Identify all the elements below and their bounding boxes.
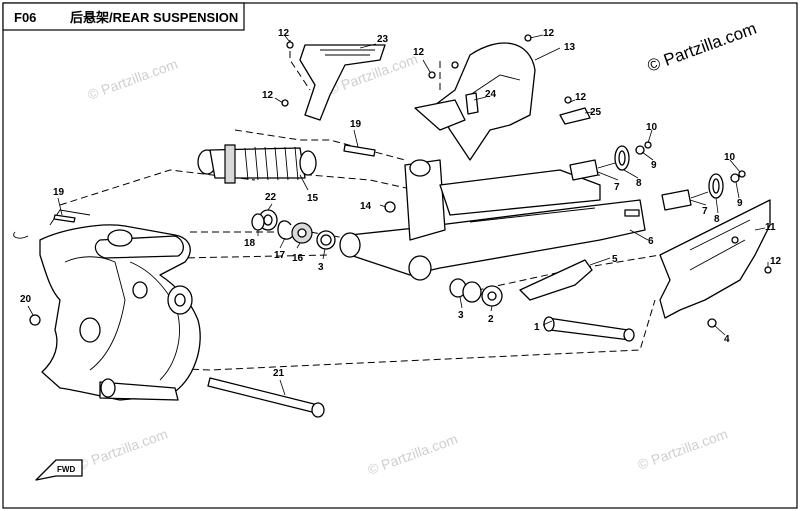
callout-7: 7 [614, 182, 620, 193]
callout-10: 10 [724, 152, 736, 163]
leader-lines [27, 34, 769, 396]
callout-22: 22 [265, 192, 277, 203]
callout-9: 9 [737, 198, 743, 209]
callout-19: 19 [350, 119, 362, 130]
callout-4: 4 [724, 334, 730, 345]
diagram-code: F06 [14, 10, 36, 25]
callout-9: 9 [651, 160, 657, 171]
clip [465, 92, 479, 115]
callout-labels: 1 2 3 3 4 5 6 7 7 8 8 9 9 10 10 11 12 12… [20, 28, 782, 379]
callout-11: 11 [765, 222, 776, 233]
title-block: F06 后悬架/REAR SUSPENSION [2, 2, 245, 31]
shock-absorber [197, 144, 317, 184]
callout-17: 17 [274, 250, 286, 261]
callout-8: 8 [714, 214, 720, 225]
callout-7: 7 [702, 206, 708, 217]
callout-20: 20 [20, 294, 32, 305]
chain-adjusters [569, 145, 724, 211]
fwd-label: FWD [57, 465, 75, 474]
callout-12: 12 [575, 92, 587, 103]
callout-21: 21 [273, 368, 285, 379]
lower-bushings [449, 278, 503, 307]
callout-14: 14 [360, 201, 372, 212]
watermark: © Partzilla.com [366, 431, 460, 478]
callout-15: 15 [307, 193, 319, 204]
fasteners [29, 34, 772, 328]
mud-guard-bracket [299, 44, 386, 121]
callout-19: 19 [53, 187, 65, 198]
callout-10: 10 [646, 122, 658, 133]
callout-23: 23 [377, 34, 389, 45]
pivot-bolt [207, 377, 325, 418]
watermark-top: © Partzilla.com [645, 19, 759, 76]
callout-8: 8 [636, 178, 642, 189]
callout-18: 18 [244, 238, 256, 249]
callout-2: 2 [488, 314, 494, 325]
callout-25: 25 [590, 107, 602, 118]
chain-guide [519, 259, 593, 301]
rear-fender [414, 42, 536, 161]
callout-12: 12 [262, 90, 274, 101]
callout-12: 12 [278, 28, 290, 39]
callout-5: 5 [612, 254, 618, 265]
callout-3: 3 [458, 310, 464, 321]
reflector [559, 107, 591, 125]
watermark: © Partzilla.com [636, 426, 730, 473]
frame-assembly [13, 209, 201, 401]
callout-12: 12 [543, 28, 555, 39]
callout-3: 3 [318, 262, 324, 273]
callout-6: 6 [648, 236, 654, 247]
watermark: © Partzilla.com [86, 56, 180, 103]
diagram-title: 后悬架/REAR SUSPENSION [70, 10, 238, 25]
chain-cover [659, 199, 771, 319]
callout-12: 12 [413, 47, 425, 58]
callout-24: 24 [485, 89, 497, 100]
callout-12: 12 [770, 256, 782, 267]
watermark: © Partzilla.com [76, 426, 170, 473]
callout-16: 16 [292, 253, 304, 264]
callout-1: 1 [534, 322, 540, 333]
swingarm [339, 159, 646, 281]
callout-13: 13 [564, 42, 576, 53]
fwd-arrow-icon: FWD [35, 459, 83, 481]
swingarm-pivot-shaft [543, 316, 635, 342]
bearings-and-seals [251, 209, 336, 250]
